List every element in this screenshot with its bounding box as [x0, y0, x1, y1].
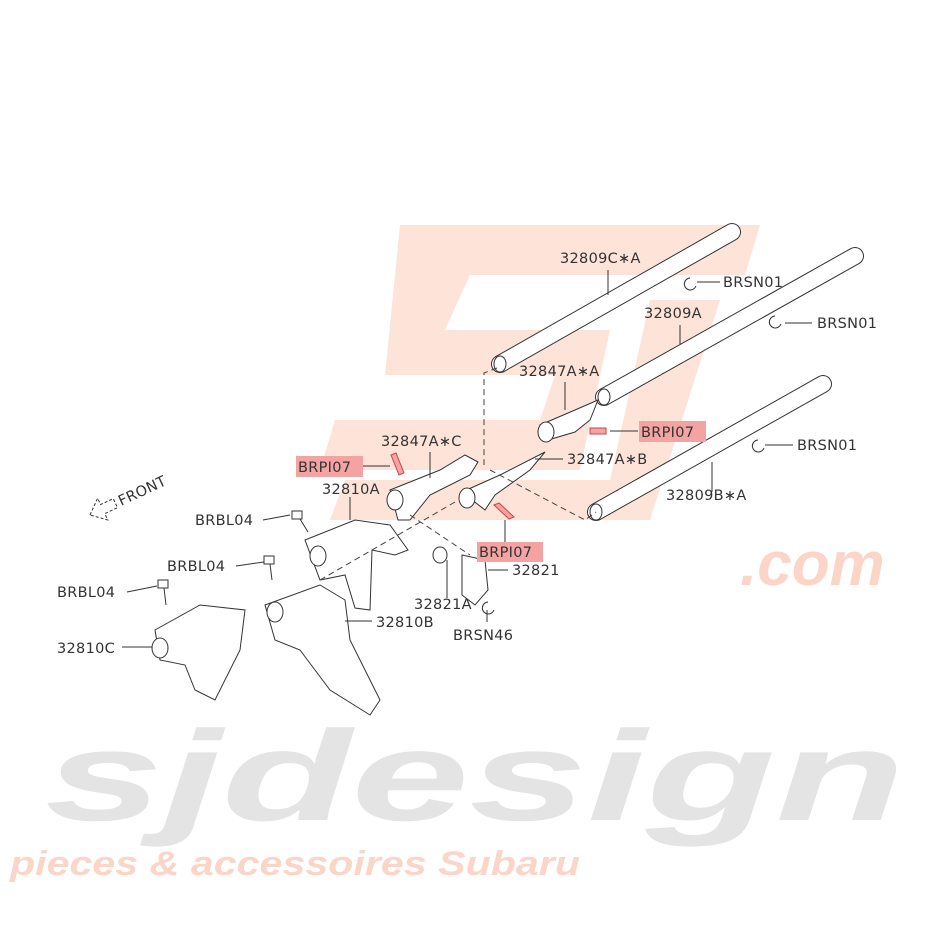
- pin-highlight: [296, 456, 363, 477]
- assembly-lines: [319, 367, 597, 581]
- shaft-32809c: [491, 223, 741, 373]
- watermark-brand: sjdesign: [45, 705, 905, 848]
- bolt-icons: [157, 510, 309, 606]
- rod-32847a-a: [537, 399, 599, 443]
- shaft-32809a: [595, 247, 864, 406]
- label-32821a[interactable]: 32821A: [414, 597, 472, 613]
- label-brsn01[interactable]: BRSN01: [723, 275, 783, 291]
- pin-icons: [390, 427, 607, 520]
- label-brbl04[interactable]: BRBL04: [57, 585, 115, 601]
- label-32810b[interactable]: 32810B: [376, 615, 434, 631]
- label-32847a-b[interactable]: 32847A∗B: [567, 452, 648, 468]
- label-32810c[interactable]: 32810C: [57, 641, 115, 657]
- watermark-domain: .com: [740, 530, 885, 599]
- fork-32810b: [264, 584, 381, 716]
- label-32810a[interactable]: 32810A: [322, 482, 380, 498]
- front-label: FRONT: [116, 474, 169, 510]
- label-32809a[interactable]: 32809A: [644, 306, 702, 322]
- leader-lines: [122, 270, 812, 648]
- label-32809c[interactable]: 32809C∗A: [560, 251, 641, 267]
- label-32847a-a[interactable]: 32847A∗A: [519, 364, 600, 380]
- label-brbl04[interactable]: BRBL04: [195, 513, 253, 529]
- pin-highlight: [477, 542, 543, 562]
- label-32821[interactable]: 32821: [512, 563, 560, 579]
- label-brbl04[interactable]: BRBL04: [167, 559, 225, 575]
- label-32809b[interactable]: 32809B∗A: [666, 488, 747, 504]
- front-arrow-icon: FRONT: [89, 474, 169, 521]
- watermark-tagline: pieces & accessoires Subaru: [9, 845, 580, 883]
- rod-32847a-c: [386, 454, 479, 521]
- label-brsn46[interactable]: BRSN46: [453, 628, 513, 644]
- fork-32810c: [151, 604, 246, 701]
- pin-highlight: [639, 421, 706, 442]
- label-brsn01[interactable]: BRSN01: [817, 316, 877, 332]
- snap-ring-icons: [481, 277, 782, 615]
- label-brsn01[interactable]: BRSN01: [797, 438, 857, 454]
- label-32847a-c[interactable]: 32847A∗C: [381, 434, 462, 450]
- label-brpi07[interactable]: BRPI07: [641, 425, 694, 441]
- label-brpi07[interactable]: BRPI07: [479, 545, 532, 561]
- label-brpi07[interactable]: BRPI07: [298, 460, 351, 476]
